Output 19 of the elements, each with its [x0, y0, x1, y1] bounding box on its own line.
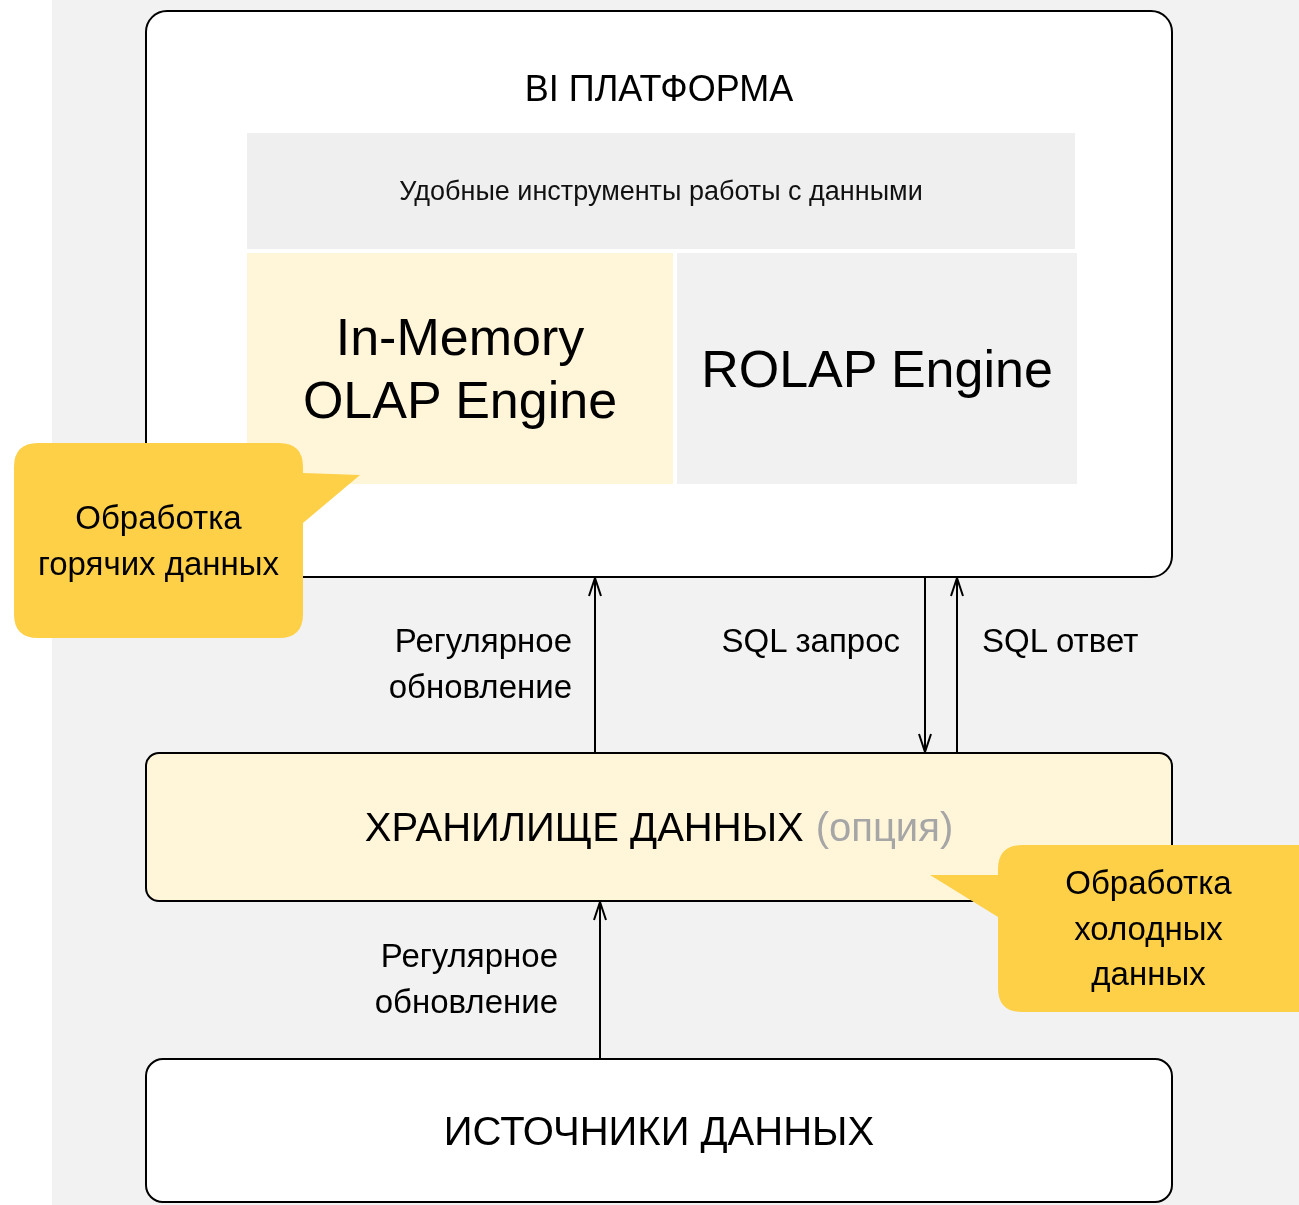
engine-box: [247, 253, 673, 484]
arrow: [918, 577, 932, 753]
node-title: ХРАНИЛИЩЕ ДАННЫХ: [364, 805, 804, 849]
node-note: (опция): [815, 805, 954, 849]
arrow: [593, 901, 607, 1059]
callout-text: Обработка холодных данных: [1064, 863, 1233, 995]
node-title: In-Memory OLAP Engine: [302, 308, 618, 429]
node-title: BI ПЛАТФОРМА: [524, 68, 794, 109]
callout-text: Обработка горячих данных: [36, 497, 281, 584]
edge-label: Регулярное обновление: [388, 622, 572, 705]
node-title: Удобные инструменты работы с данными: [399, 175, 923, 206]
arrow: [950, 577, 964, 753]
node-title: ИСТОЧНИКИ ДАННЫХ: [443, 1108, 875, 1153]
sources-box: [145, 1058, 1173, 1203]
edge-label: SQL запрос: [721, 622, 900, 659]
edge-label: SQL ответ: [982, 622, 1139, 659]
edge-label: Регулярное обновление: [374, 937, 558, 1020]
arrow: [588, 577, 602, 753]
node-title: ROLAP Engine: [701, 339, 1053, 398]
